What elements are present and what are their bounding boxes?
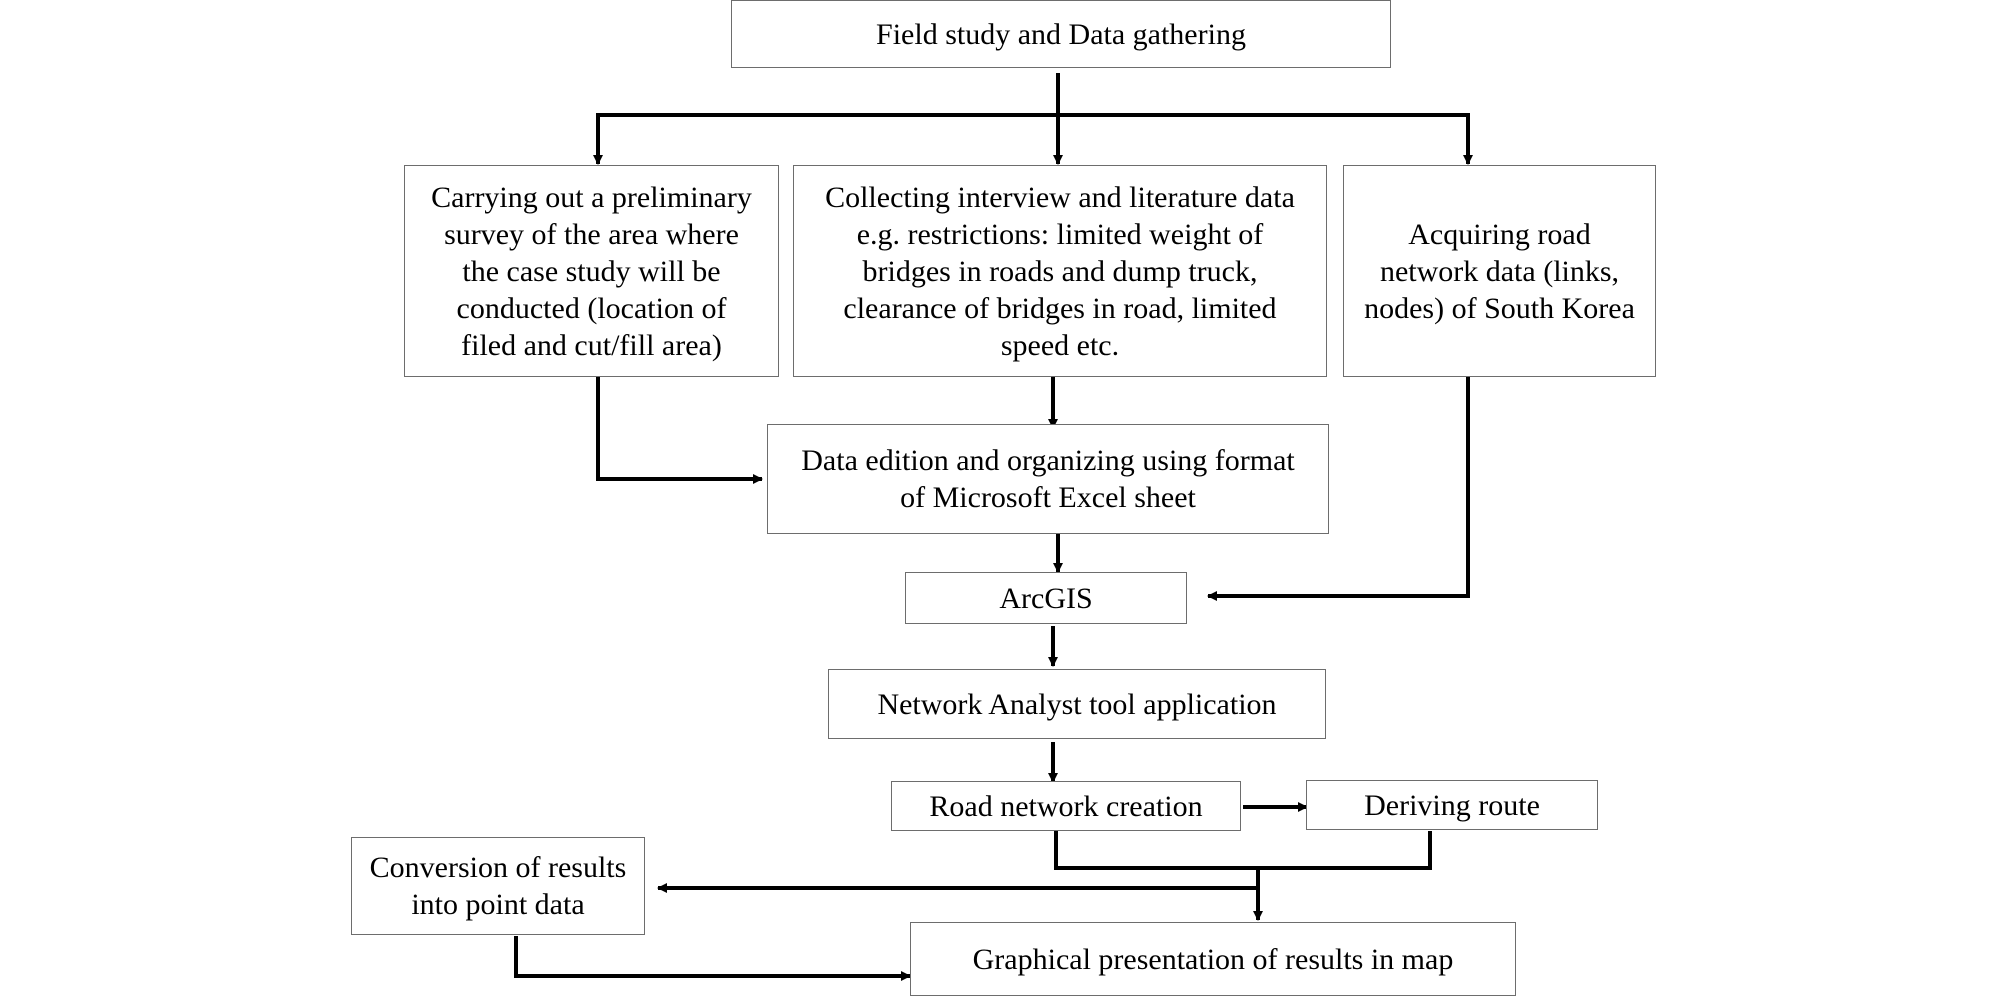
interview-data-box: Collecting interview and literature data… <box>793 165 1327 377</box>
graphical-presentation-box: Graphical presentation of results in map <box>910 922 1516 996</box>
field-study-label: Field study and Data gathering <box>876 17 1246 51</box>
arrow-conversion-to-graphical <box>514 936 911 981</box>
arrow-preliminary-to-edition <box>596 377 763 484</box>
deriving-route-label: Deriving route <box>1364 788 1540 822</box>
interview-data-label: Collecting interview and literature data… <box>825 180 1295 362</box>
field-study-box: Field study and Data gathering <box>731 0 1391 68</box>
connector-field-to-branches <box>598 73 1468 117</box>
road-network-creation-label: Road network creation <box>929 789 1203 823</box>
arrow-road-data-to-arcgis <box>1207 377 1470 601</box>
preliminary-survey-box: Carrying out a preliminary survey of the… <box>404 165 779 377</box>
network-analyst-box: Network Analyst tool application <box>828 669 1326 739</box>
road-network-creation-box: Road network creation <box>891 781 1241 831</box>
data-edition-box: Data edition and organizing using format… <box>767 424 1329 534</box>
road-network-data-box: Acquiring road network data (links, node… <box>1343 165 1656 377</box>
road-network-data-label: Acquiring road network data (links, node… <box>1364 217 1635 325</box>
data-edition-label: Data edition and organizing using format… <box>801 444 1295 514</box>
arcgis-label: ArcGIS <box>999 581 1093 615</box>
conversion-label: Conversion of results into point data <box>369 851 627 921</box>
preliminary-survey-label: Carrying out a preliminary survey of the… <box>431 180 752 362</box>
graphical-presentation-label: Graphical presentation of results in map <box>972 942 1454 976</box>
network-analyst-label: Network Analyst tool application <box>877 687 1277 721</box>
deriving-route-box: Deriving route <box>1306 780 1598 830</box>
conversion-box: Conversion of results into point data <box>351 837 645 935</box>
arcgis-box: ArcGIS <box>905 572 1187 624</box>
connector-merge <box>1054 831 1432 888</box>
